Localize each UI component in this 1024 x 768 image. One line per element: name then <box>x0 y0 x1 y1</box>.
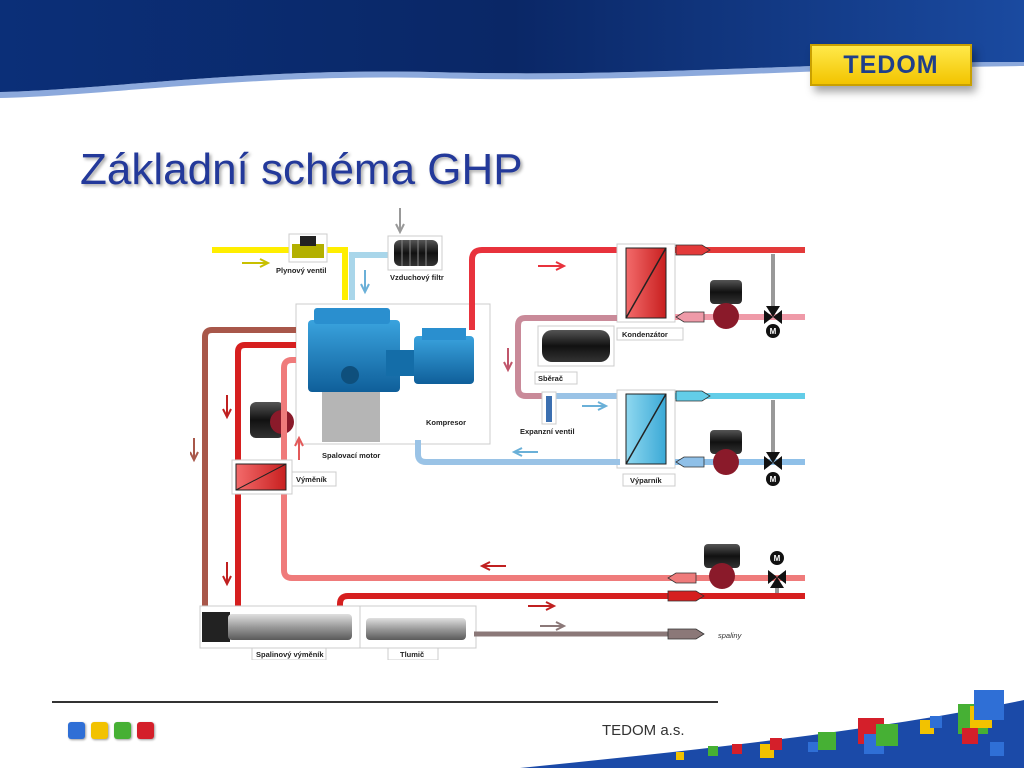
footer-square-blue <box>68 722 85 739</box>
compressor-label: Kompresor <box>426 418 466 427</box>
header-band <box>0 0 1024 98</box>
hot-water-supply-arrow <box>675 244 711 256</box>
slide-title: Základní schéma GHP <box>80 145 523 194</box>
hot-water-return-arrow <box>675 311 705 323</box>
pump-heating <box>704 544 740 589</box>
footer-square-red <box>137 722 154 739</box>
gas-valve <box>288 233 328 263</box>
gas-arrow <box>242 258 271 268</box>
air-filter <box>387 235 443 271</box>
valve-motor-letter: M <box>770 327 777 336</box>
pump-condenser <box>710 280 742 329</box>
cold-water-return-arrow <box>675 456 705 468</box>
suction-arrow <box>511 447 538 457</box>
air-inlet-arrow <box>395 208 405 235</box>
flue-gas-small-arrow <box>540 621 567 631</box>
footer-divider <box>52 701 718 703</box>
compressor <box>414 328 474 384</box>
engine <box>308 308 416 442</box>
exchanger <box>231 459 293 495</box>
hot-water-loop-arrow-1 <box>222 395 232 420</box>
expansion-valve-label: Expanzní ventil <box>520 427 575 436</box>
valve-motor-letter: M <box>770 475 777 484</box>
flue-gas-arrow <box>667 628 705 640</box>
heating-supply-arrow-b <box>667 590 705 602</box>
liquid-arrow <box>503 348 513 373</box>
exhaust-exchanger-label: Spalinový výměník <box>256 650 324 659</box>
evaporator <box>616 389 676 469</box>
tedom-logo: TEDOM <box>810 44 972 86</box>
receiver <box>537 325 615 367</box>
hot-water-loop <box>235 342 296 612</box>
company-name: TEDOM a.s. <box>602 722 685 739</box>
refrigerant-hot-pipe <box>469 247 620 330</box>
three-way-valve-lower: M <box>764 452 782 486</box>
air-down-arrow <box>360 270 370 295</box>
ghp-schematic: Plynový ventil Vzduchový filtr Kompresor… <box>190 208 805 660</box>
coolant-arrow <box>190 438 199 463</box>
gas-pipe <box>212 247 348 300</box>
muffler-label: Tlumič <box>400 650 424 659</box>
valve-motor-letter: M <box>774 554 781 563</box>
logo-text: TEDOM <box>843 50 939 79</box>
liquid-line <box>515 315 617 399</box>
muffler <box>359 605 477 649</box>
air-pipe <box>349 252 390 300</box>
gas-valve-label: Plynový ventil <box>276 266 326 275</box>
refrigerant-cold-arrow <box>582 401 609 411</box>
exhaust-exchanger <box>199 605 361 649</box>
heating-supply-arrow-a <box>528 601 557 611</box>
warm-water-left-arrow <box>479 561 506 571</box>
receiver-label: Sběrač <box>538 374 563 383</box>
refrigerant-hot-arrow <box>538 261 567 271</box>
flue-gas-label: spaliny <box>718 631 743 640</box>
engine-label: Spalovací motor <box>322 451 380 460</box>
footer-color-squares <box>68 722 154 739</box>
three-way-valve-heating: M <box>768 551 786 588</box>
hot-water-loop-arrow-2 <box>222 562 232 587</box>
pump-evaporator <box>710 430 742 475</box>
condenser-label: Kondenzátor <box>622 330 668 339</box>
heating-supply <box>337 593 805 612</box>
warm-water-up-arrow <box>294 435 304 460</box>
exchanger-label: Výměník <box>296 475 328 484</box>
cold-water-supply-arrow <box>675 390 711 402</box>
footer-square-yellow <box>91 722 108 739</box>
expansion-valve <box>541 391 557 425</box>
suction-line <box>415 440 620 465</box>
condenser <box>616 243 676 323</box>
evaporator-label: Výparník <box>630 476 663 485</box>
air-filter-label: Vzduchový filtr <box>390 273 444 282</box>
heating-return-arrow <box>667 572 697 584</box>
coolant-pipe <box>202 327 296 612</box>
footer-square-green <box>114 722 131 739</box>
three-way-valve-upper: M <box>764 306 782 338</box>
